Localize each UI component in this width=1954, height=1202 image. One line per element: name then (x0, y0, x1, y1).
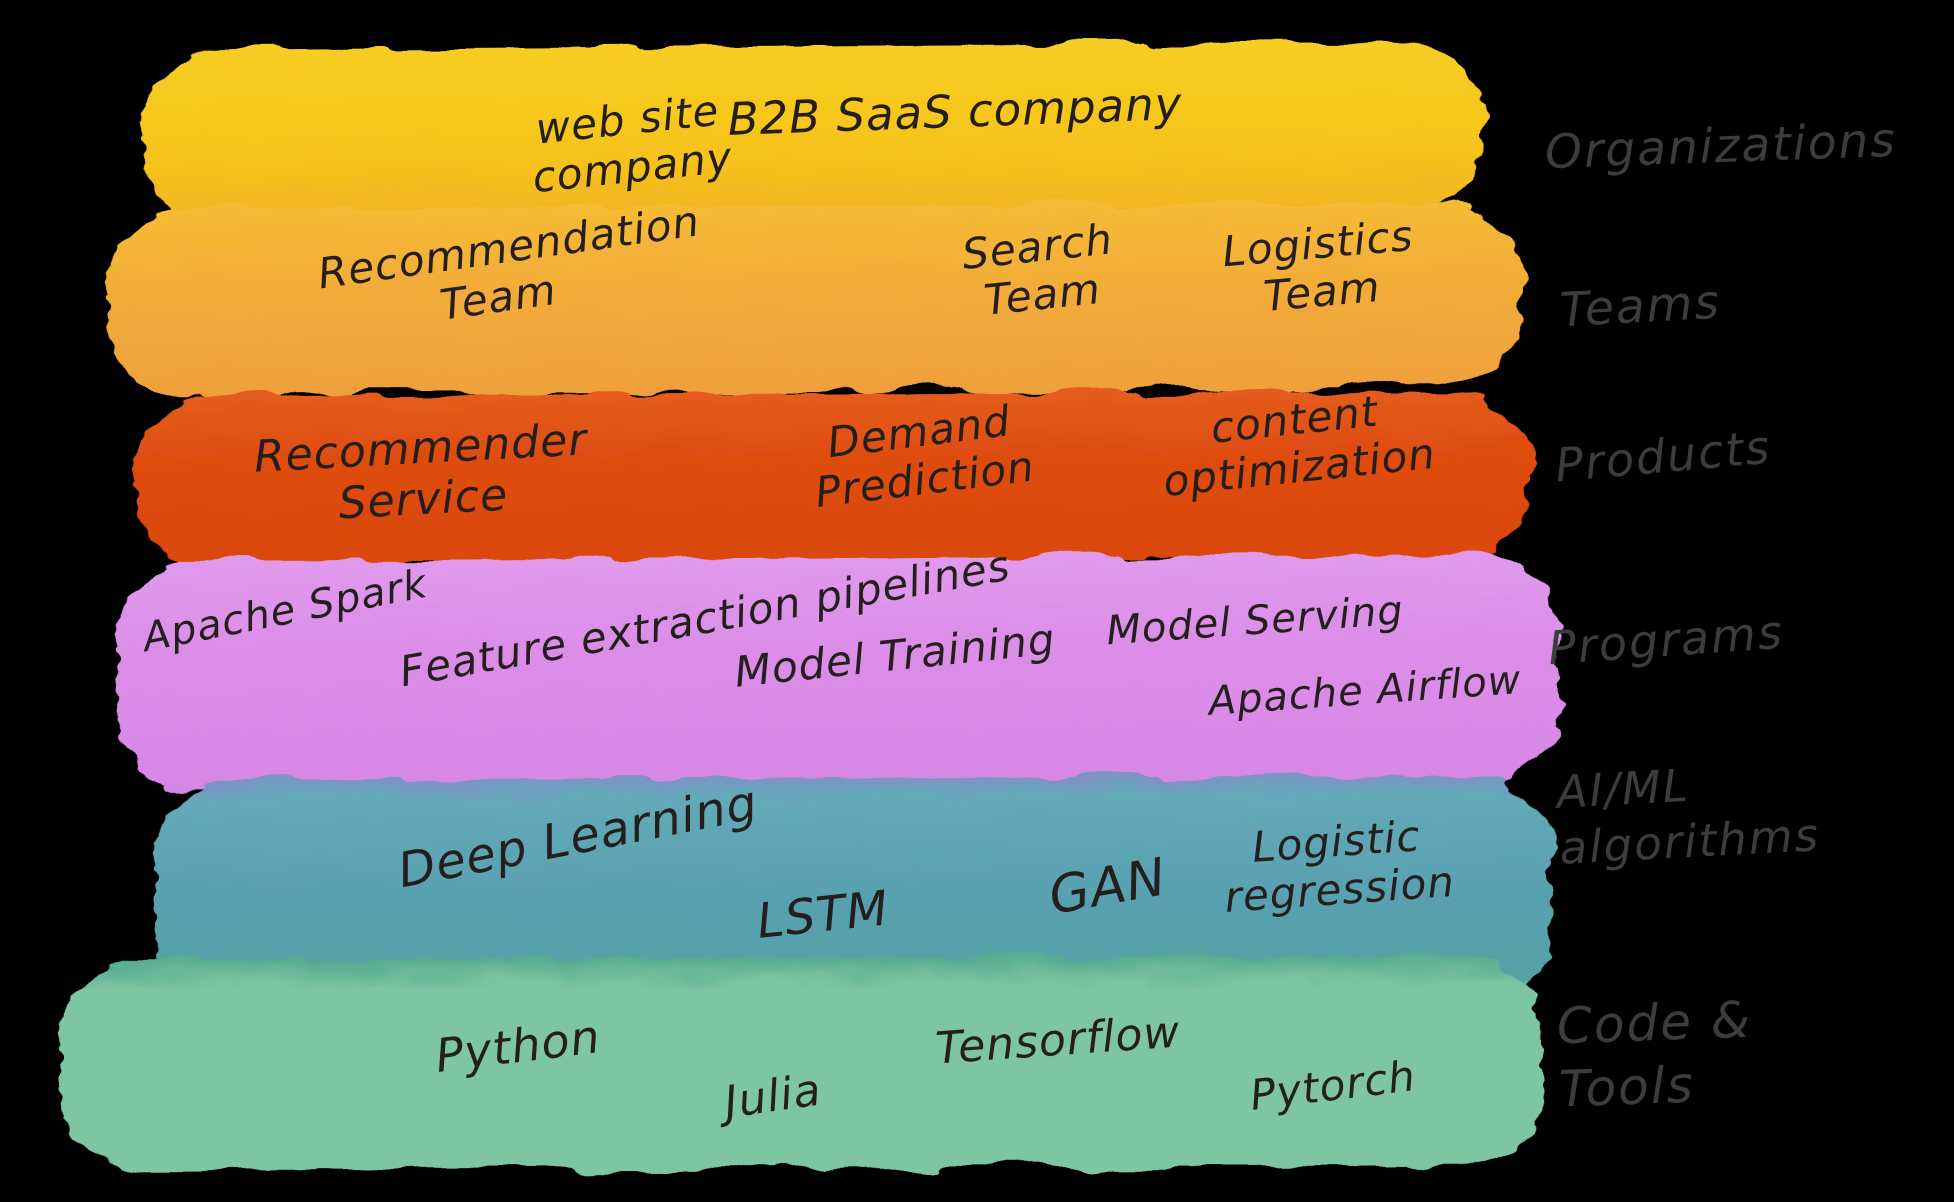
item-recommender-service: Recommender Service (252, 414, 589, 529)
side-label-code-tools: Code & Tools (1555, 990, 1753, 1118)
side-label-organizations: Organizations (1544, 112, 1898, 181)
side-label-aiml-algorithms: AI/ML algorithms (1555, 758, 1822, 875)
band-teams: Recommendation Team Search Team Logistic… (95, 196, 1535, 400)
band-code-tools: Python Julia Tensorflow Pytorch (48, 950, 1553, 1176)
band-products: Recommender Service Demand Prediction co… (122, 386, 1544, 572)
side-label-teams: Teams (1558, 274, 1723, 339)
band-programs: Apache Spark Feature extraction pipeline… (105, 541, 1570, 794)
side-label-products: Products (1552, 419, 1774, 493)
side-label-programs: Programs (1546, 604, 1786, 676)
